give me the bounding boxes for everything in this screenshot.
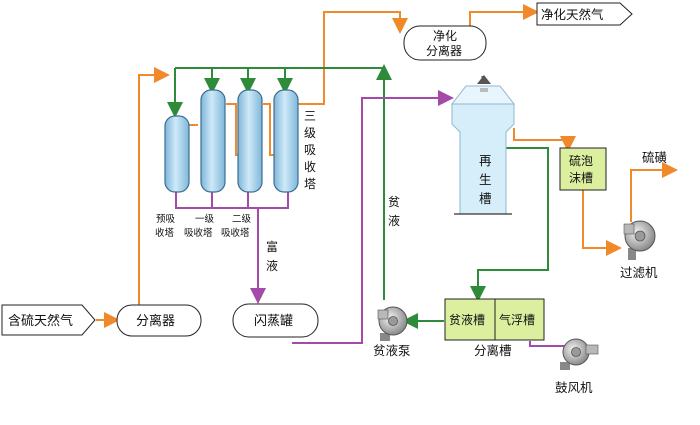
second-absorber-column	[237, 89, 263, 193]
filter-label: 过滤机	[620, 265, 658, 280]
lean-pump-label: 贫液泵	[373, 343, 411, 358]
lean-liquid-lines	[167, 64, 549, 329]
lean-tank-label: 贫液槽	[449, 312, 485, 327]
sulfur-foam-tank: 硫泡 沫槽	[559, 147, 607, 191]
flash-tank-label: 闪蒸罐	[254, 314, 293, 329]
blower-label: 鼓风机	[555, 380, 593, 395]
regen-tank-label: 再 生 槽	[479, 153, 496, 206]
three-stage-absorber-label: 三 级 吸 收 塔	[304, 109, 320, 191]
pre-absorber-column	[164, 115, 190, 193]
separation-tank-label: 分离槽	[474, 343, 512, 358]
clean-gas-block: 净化天然气	[536, 2, 633, 26]
lean-liquid-label: 贫 液	[388, 194, 404, 228]
third-absorber-column	[273, 89, 299, 193]
flotation-tank-label: 气浮槽	[499, 312, 535, 327]
feed-gas-label: 含硫天然气	[8, 313, 73, 329]
second-absorber-label: 二级 吸收塔	[221, 213, 254, 239]
purification-separator: 净化 分离器	[403, 25, 487, 61]
sulfur-foam-tank-label: 硫泡 沫槽	[569, 153, 597, 185]
separator-label: 分离器	[136, 313, 175, 329]
sulfur-cake-label: 硫磺	[642, 150, 667, 165]
rich-liquid-label: 富 液	[266, 239, 282, 273]
first-absorber-label: 一级 吸收塔	[184, 213, 217, 239]
clean-gas-label: 净化天然气	[541, 7, 604, 22]
regeneration-tank: 再 生 槽	[450, 75, 516, 215]
blower: 鼓风机	[555, 338, 599, 395]
separation-tank: 贫液槽 气浮槽 分离槽	[444, 298, 545, 358]
filter-machine: 过滤机	[620, 220, 658, 280]
flash-tank: 闪蒸罐	[232, 303, 319, 338]
purification-separator-label: 净化 分离器	[426, 29, 462, 58]
absorber-columns	[164, 89, 299, 193]
lean-liquid-pump: 贫液泵	[373, 306, 411, 358]
feed-gas-block: 含硫天然气	[1, 304, 96, 336]
pre-absorber-label: 预吸 收塔	[155, 214, 178, 239]
separator: 分离器	[116, 304, 202, 337]
first-absorber-column	[200, 89, 226, 193]
